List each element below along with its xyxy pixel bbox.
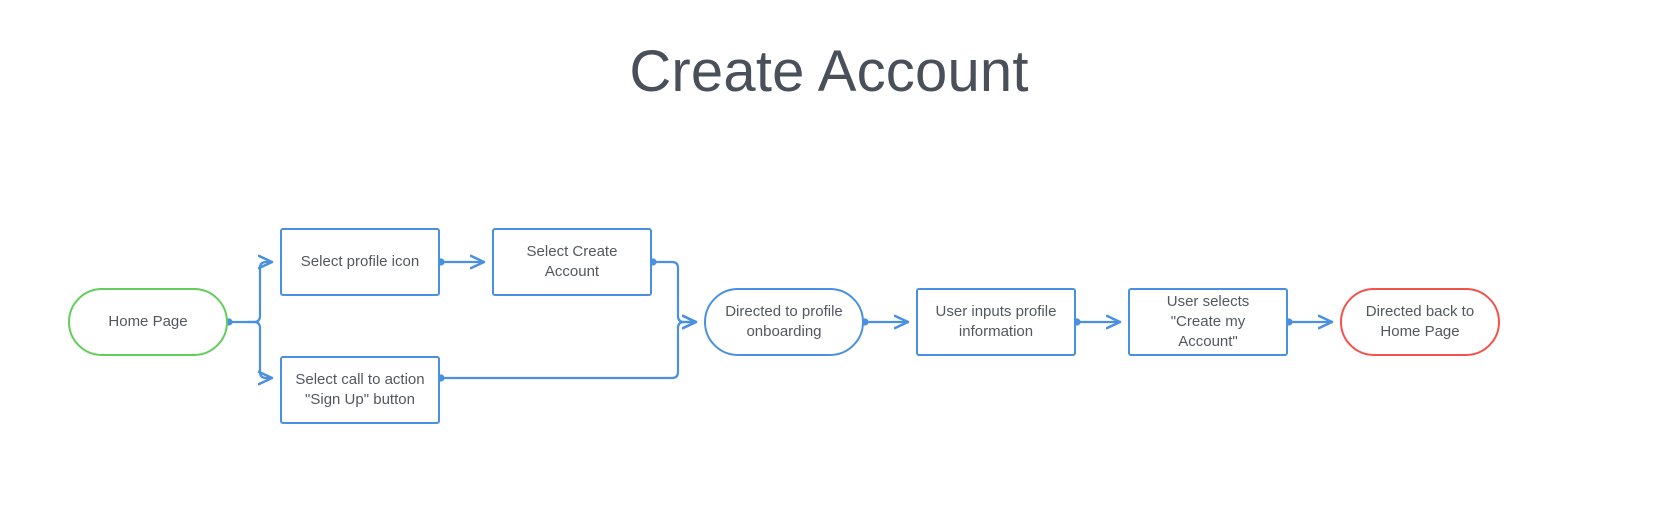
edge-home-to-profile-icon <box>246 262 272 324</box>
node-directed-back-to-home-page[interactable]: Directed back to Home Page <box>1340 288 1500 356</box>
node-home-page-label: Home Page <box>108 313 188 330</box>
node-user-selects-create-my-account-label: User selects "Create my Account" <box>1166 293 1250 350</box>
node-select-profile-icon[interactable]: Select profile icon <box>280 228 440 296</box>
node-directed-back-to-home-page-label: Directed back to Home Page <box>1365 303 1475 340</box>
node-select-sign-up-cta[interactable]: Select call to action "Sign Up" button <box>280 356 440 424</box>
edge-create-account-to-onboarding <box>651 260 696 322</box>
node-directed-to-profile-onboarding-label: Directed to profile onboarding <box>725 303 843 340</box>
node-user-selects-create-my-account[interactable]: User selects "Create my Account" <box>1128 288 1288 356</box>
node-select-sign-up-cta-label: Select call to action "Sign Up" button <box>295 371 425 408</box>
node-select-create-account-label: Select Create Account <box>526 243 618 280</box>
node-user-inputs-profile-information-label: User inputs profile information <box>935 303 1057 340</box>
edge-home-to-sign-up-cta <box>246 320 272 378</box>
node-user-inputs-profile-information[interactable]: User inputs profile information <box>916 288 1076 356</box>
node-directed-to-profile-onboarding[interactable]: Directed to profile onboarding <box>704 288 864 356</box>
node-select-create-account[interactable]: Select Create Account <box>492 228 652 296</box>
edge-sign-up-cta-to-onboarding <box>439 322 696 380</box>
node-home-page[interactable]: Home Page <box>68 288 228 356</box>
page-title: Create Account <box>629 39 1029 104</box>
node-select-profile-icon-label: Select profile icon <box>300 253 420 270</box>
